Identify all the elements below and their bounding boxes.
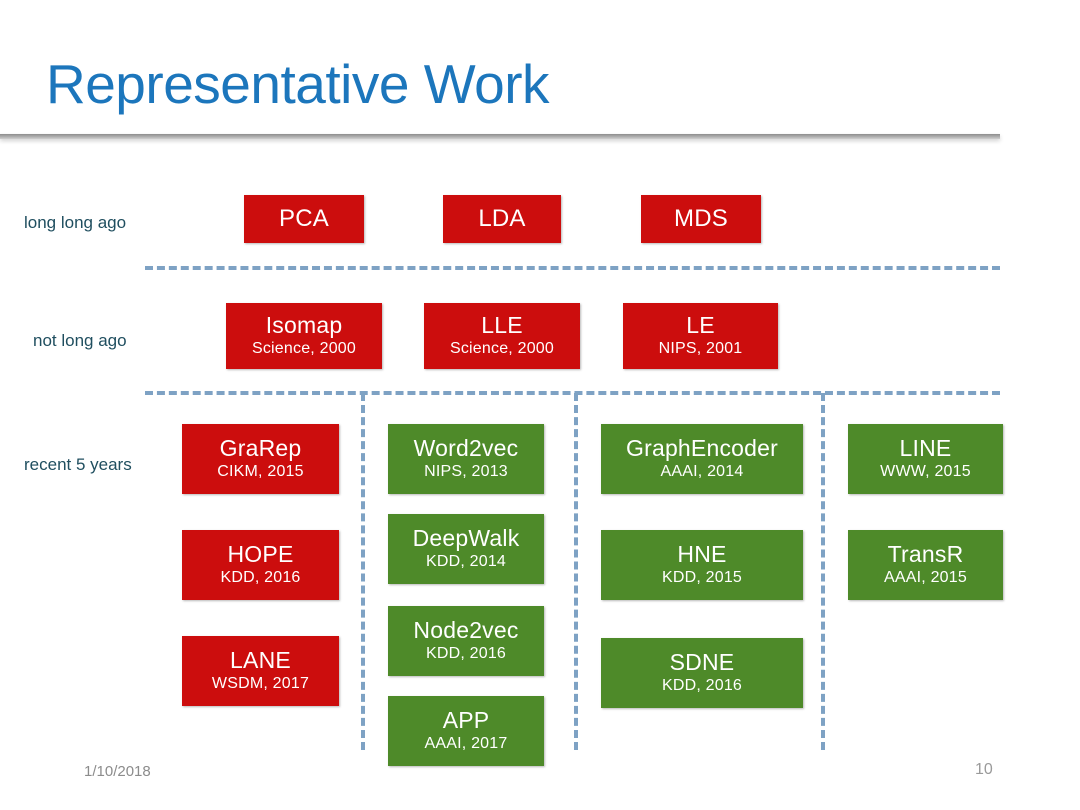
row-divider-dashed-bottom xyxy=(145,391,1000,395)
method-name: GraRep xyxy=(219,434,302,461)
method-name: LDA xyxy=(478,205,526,233)
row-label-not-long-ago: not long ago xyxy=(33,331,127,350)
method-name: PCA xyxy=(279,205,329,233)
footer-page-number: 10 xyxy=(975,761,993,778)
method-venue-year: KDD, 2015 xyxy=(661,569,743,587)
method-venue-year: CIKM, 2015 xyxy=(217,463,304,481)
method-venue-year: Science, 2000 xyxy=(449,340,554,358)
method-venue-year: KDD, 2016 xyxy=(220,569,301,587)
method-venue-year: AAAI, 2014 xyxy=(660,463,744,481)
method-name: DeepWalk xyxy=(412,524,520,551)
method-box-le[interactable]: LE NIPS, 2001 xyxy=(623,303,778,369)
method-box-pca[interactable]: PCA xyxy=(244,195,364,243)
row-label-recent-5-years: recent 5 years xyxy=(24,455,132,474)
footer-date: 1/10/2018 xyxy=(84,763,151,780)
method-venue-year: AAAI, 2017 xyxy=(424,735,508,753)
method-box-lda[interactable]: LDA xyxy=(443,195,561,243)
method-box-line[interactable]: LINE WWW, 2015 xyxy=(848,424,1003,494)
method-name: SDNE xyxy=(669,648,735,675)
method-venue-year: NIPS, 2001 xyxy=(658,340,743,358)
method-box-mds[interactable]: MDS xyxy=(641,195,761,243)
method-venue-year: WWW, 2015 xyxy=(880,463,971,481)
method-name: Isomap xyxy=(265,311,343,338)
method-venue-year: KDD, 2016 xyxy=(661,677,743,695)
method-box-lane[interactable]: LANE WSDM, 2017 xyxy=(182,636,339,706)
method-venue-year: WSDM, 2017 xyxy=(211,675,310,693)
method-name: LANE xyxy=(230,646,291,673)
method-box-hope[interactable]: HOPE KDD, 2016 xyxy=(182,530,339,600)
method-venue-year: AAAI, 2015 xyxy=(884,569,967,587)
method-venue-year: Science, 2000 xyxy=(251,340,356,358)
row-label-long-long-ago: long long ago xyxy=(24,213,127,232)
method-box-lle[interactable]: LLE Science, 2000 xyxy=(424,303,580,369)
method-box-hne[interactable]: HNE KDD, 2015 xyxy=(601,530,803,600)
method-name: HOPE xyxy=(227,540,294,567)
column-divider-dashed-3 xyxy=(821,393,825,750)
method-name: HNE xyxy=(677,540,727,567)
method-box-app[interactable]: APP AAAI, 2017 xyxy=(388,696,544,766)
method-name: APP xyxy=(442,706,490,733)
method-name: LE xyxy=(686,311,715,338)
method-name: LINE xyxy=(899,434,952,461)
page-title: Representative Work xyxy=(46,53,550,115)
method-venue-year: KDD, 2014 xyxy=(425,553,507,571)
method-box-sdne[interactable]: SDNE KDD, 2016 xyxy=(601,638,803,708)
method-name: Node2vec xyxy=(413,616,519,643)
row-divider-dashed-top xyxy=(145,266,1000,270)
column-divider-dashed-2 xyxy=(574,393,578,750)
column-divider-dashed-1 xyxy=(361,393,365,750)
method-name: Word2vec xyxy=(413,434,519,461)
method-name: LLE xyxy=(481,311,523,338)
title-underline-rule xyxy=(0,134,1000,139)
method-venue-year: KDD, 2016 xyxy=(425,645,507,663)
method-name: MDS xyxy=(674,205,728,233)
method-venue-year: NIPS, 2013 xyxy=(424,463,508,481)
method-name: TransR xyxy=(887,540,964,567)
method-name: GraphEncoder xyxy=(626,434,778,461)
method-box-transr[interactable]: TransR AAAI, 2015 xyxy=(848,530,1003,600)
